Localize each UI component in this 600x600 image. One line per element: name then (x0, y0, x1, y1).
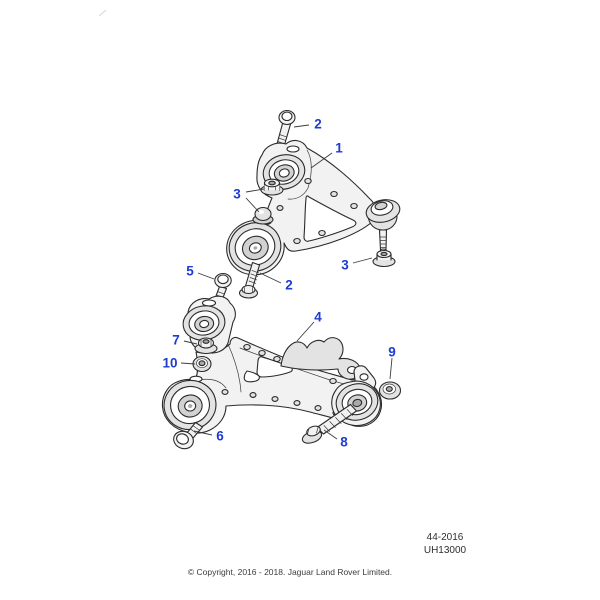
copyright-notice: © Copyright, 2016 - 2018. Jaguar Land Ro… (188, 567, 392, 577)
leader-line-10 (180, 362, 196, 365)
callout-4[interactable]: 4 (314, 310, 322, 325)
callout-3[interactable]: 3 (233, 187, 241, 202)
leader-line-4 (296, 321, 315, 342)
stray-mark (98, 9, 107, 17)
lower-arm-body (161, 295, 383, 434)
flange-nut-upper (260, 178, 284, 196)
leader-line-5 (197, 272, 215, 280)
leader-line-2 (293, 124, 310, 128)
callout-1[interactable]: 1 (335, 141, 343, 156)
bolt-upper-rear (238, 261, 261, 299)
drawing-code: UH13000 (424, 545, 467, 556)
lower-arm-top-bushing (182, 295, 236, 354)
callout-2[interactable]: 2 (285, 278, 293, 293)
rivets-upper-arm (276, 177, 358, 245)
flange-nut-item-7 (194, 337, 218, 355)
callout-8[interactable]: 8 (340, 435, 348, 450)
leader-line-7 (183, 340, 198, 345)
leader-line-2 (259, 272, 282, 284)
bolt-item-6 (173, 421, 204, 450)
upper-arm-body (226, 139, 401, 276)
leader-line-9 (389, 357, 393, 380)
leader-line-3 (245, 188, 265, 193)
callout-5[interactable]: 5 (186, 264, 194, 279)
callout-2[interactable]: 2 (314, 117, 322, 132)
bracket-item-4 (280, 337, 361, 380)
drawing-ref-number: 44-2016 (427, 532, 464, 543)
upper-arm-rear-bushing (228, 218, 282, 272)
lower-control-arm-assembly (161, 272, 402, 450)
leader-line-8 (323, 429, 338, 440)
leader-line-3 (352, 257, 373, 264)
washer-item-9 (378, 381, 402, 400)
rivets-lower-arm (221, 343, 349, 416)
callout-7[interactable]: 7 (172, 333, 180, 348)
leader-line-6 (193, 430, 213, 436)
upper-control-arm-assembly (226, 109, 401, 299)
callout-9[interactable]: 9 (388, 345, 396, 360)
bolt-item-8 (301, 403, 358, 444)
flange-nut-middle (252, 206, 274, 225)
callout-6[interactable]: 6 (216, 429, 224, 444)
callout-3[interactable]: 3 (341, 258, 349, 273)
washer-item-10 (192, 355, 212, 373)
leader-line-1 (310, 152, 333, 169)
flange-nut-balljoint (372, 249, 396, 268)
lower-arm-front-bushing (163, 375, 217, 431)
bolt-upper-front (275, 109, 296, 151)
leader-line-3 (245, 197, 260, 213)
callout-10[interactable]: 10 (162, 356, 177, 371)
